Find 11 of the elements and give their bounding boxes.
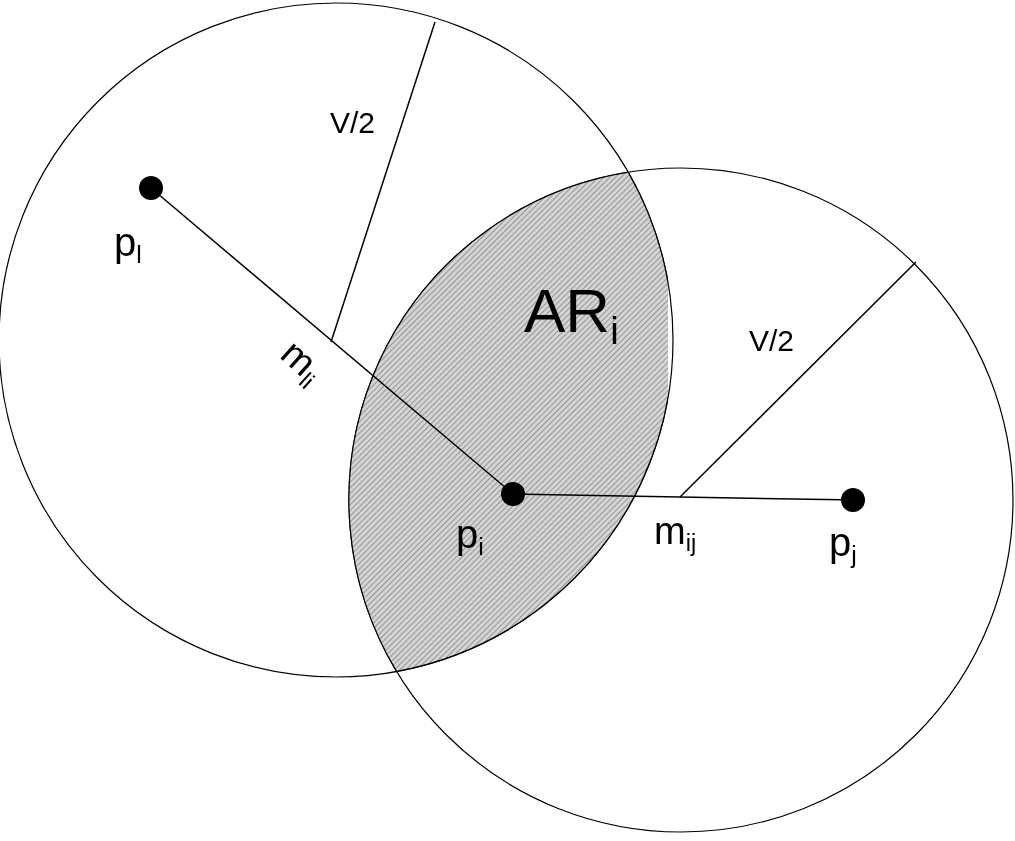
math-label: V/2: [330, 108, 376, 138]
math-label: V/2: [749, 326, 795, 356]
point-label: p$_{j}$: [829, 522, 857, 569]
math-label: AR$_{i}$: [524, 280, 619, 350]
point-dot: [139, 176, 163, 200]
point-dot: [841, 488, 865, 512]
point-label: p$_{l}$: [114, 222, 142, 269]
math-label: m$_{ij}$: [654, 512, 697, 556]
connector-line: [159, 195, 505, 487]
connector-line: [524, 493, 842, 501]
point-label: p$_{i}$: [456, 514, 484, 561]
